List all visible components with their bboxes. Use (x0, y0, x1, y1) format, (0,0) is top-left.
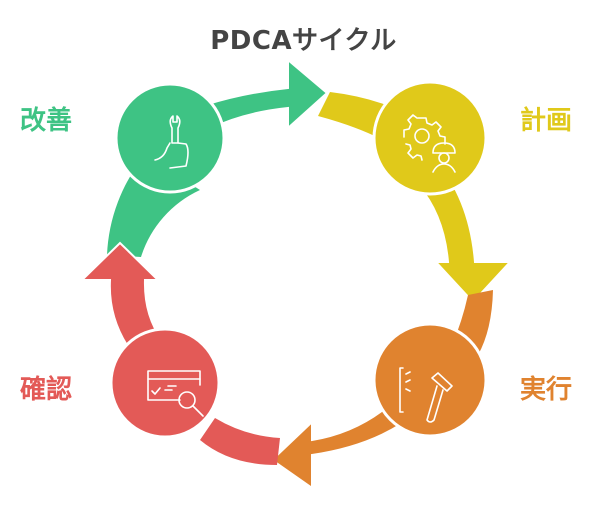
stage-act-node (114, 82, 226, 194)
stage-label-check: 確認 (20, 375, 73, 405)
gear-worker-icon (403, 114, 456, 173)
inspect-window-icon (147, 370, 204, 417)
stage-do-node (372, 322, 488, 438)
stage-check-node (109, 327, 221, 439)
stage-label-plan: 計画 (520, 106, 573, 136)
diagram-title: PDCAサイクル (210, 26, 397, 56)
hammer-icon (399, 367, 453, 423)
check-to-act-arrow (79, 241, 280, 465)
stage-label-act: 改善 (20, 106, 73, 136)
stage-label-do: 実行 (520, 375, 573, 405)
stage-plan-node (372, 80, 488, 196)
wrench-thumbs-up-icon (154, 115, 189, 169)
